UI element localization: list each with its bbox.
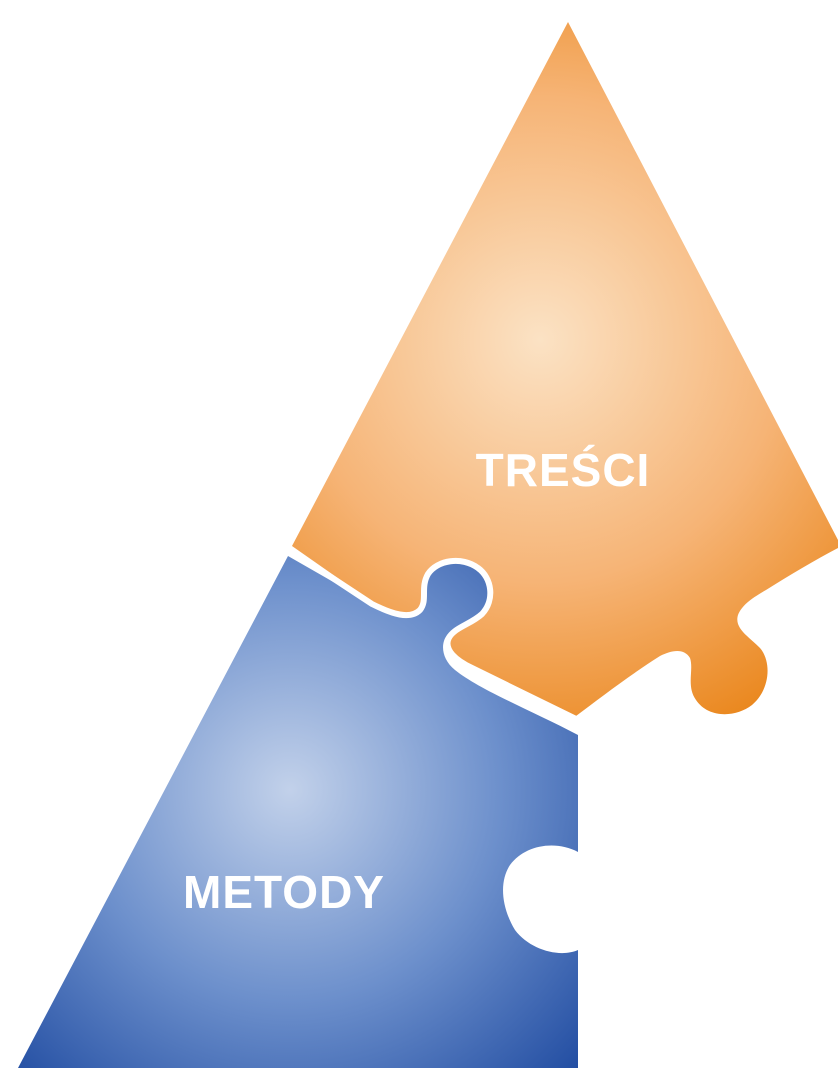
piece-separator xyxy=(288,547,580,723)
metody-label: METODY xyxy=(183,866,385,918)
tresci-piece-shape xyxy=(292,22,838,716)
metody-piece-shape xyxy=(18,556,578,1068)
tresci-piece xyxy=(292,22,838,716)
metody-piece xyxy=(18,556,578,1068)
tresci-label: TREŚCI xyxy=(476,444,651,496)
